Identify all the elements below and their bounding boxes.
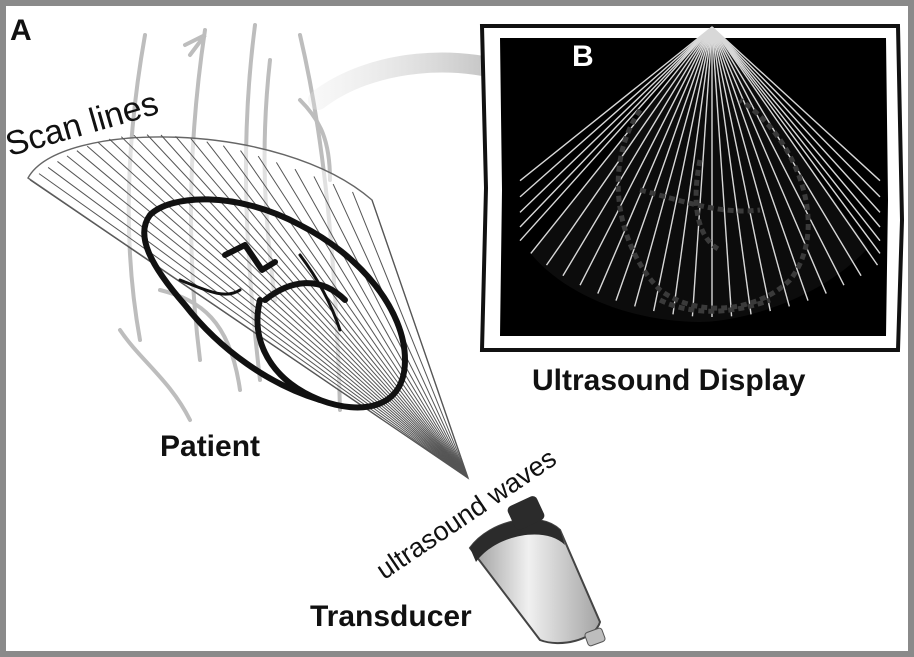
panel-label-a: A	[10, 14, 32, 48]
ultrasound-display-label: Ultrasound Display	[532, 364, 805, 398]
panel-label-b: B	[572, 40, 594, 74]
transducer-label: Transducer	[310, 600, 472, 634]
ultrasound-monitor-icon	[482, 26, 902, 350]
patient-label: Patient	[160, 430, 260, 464]
